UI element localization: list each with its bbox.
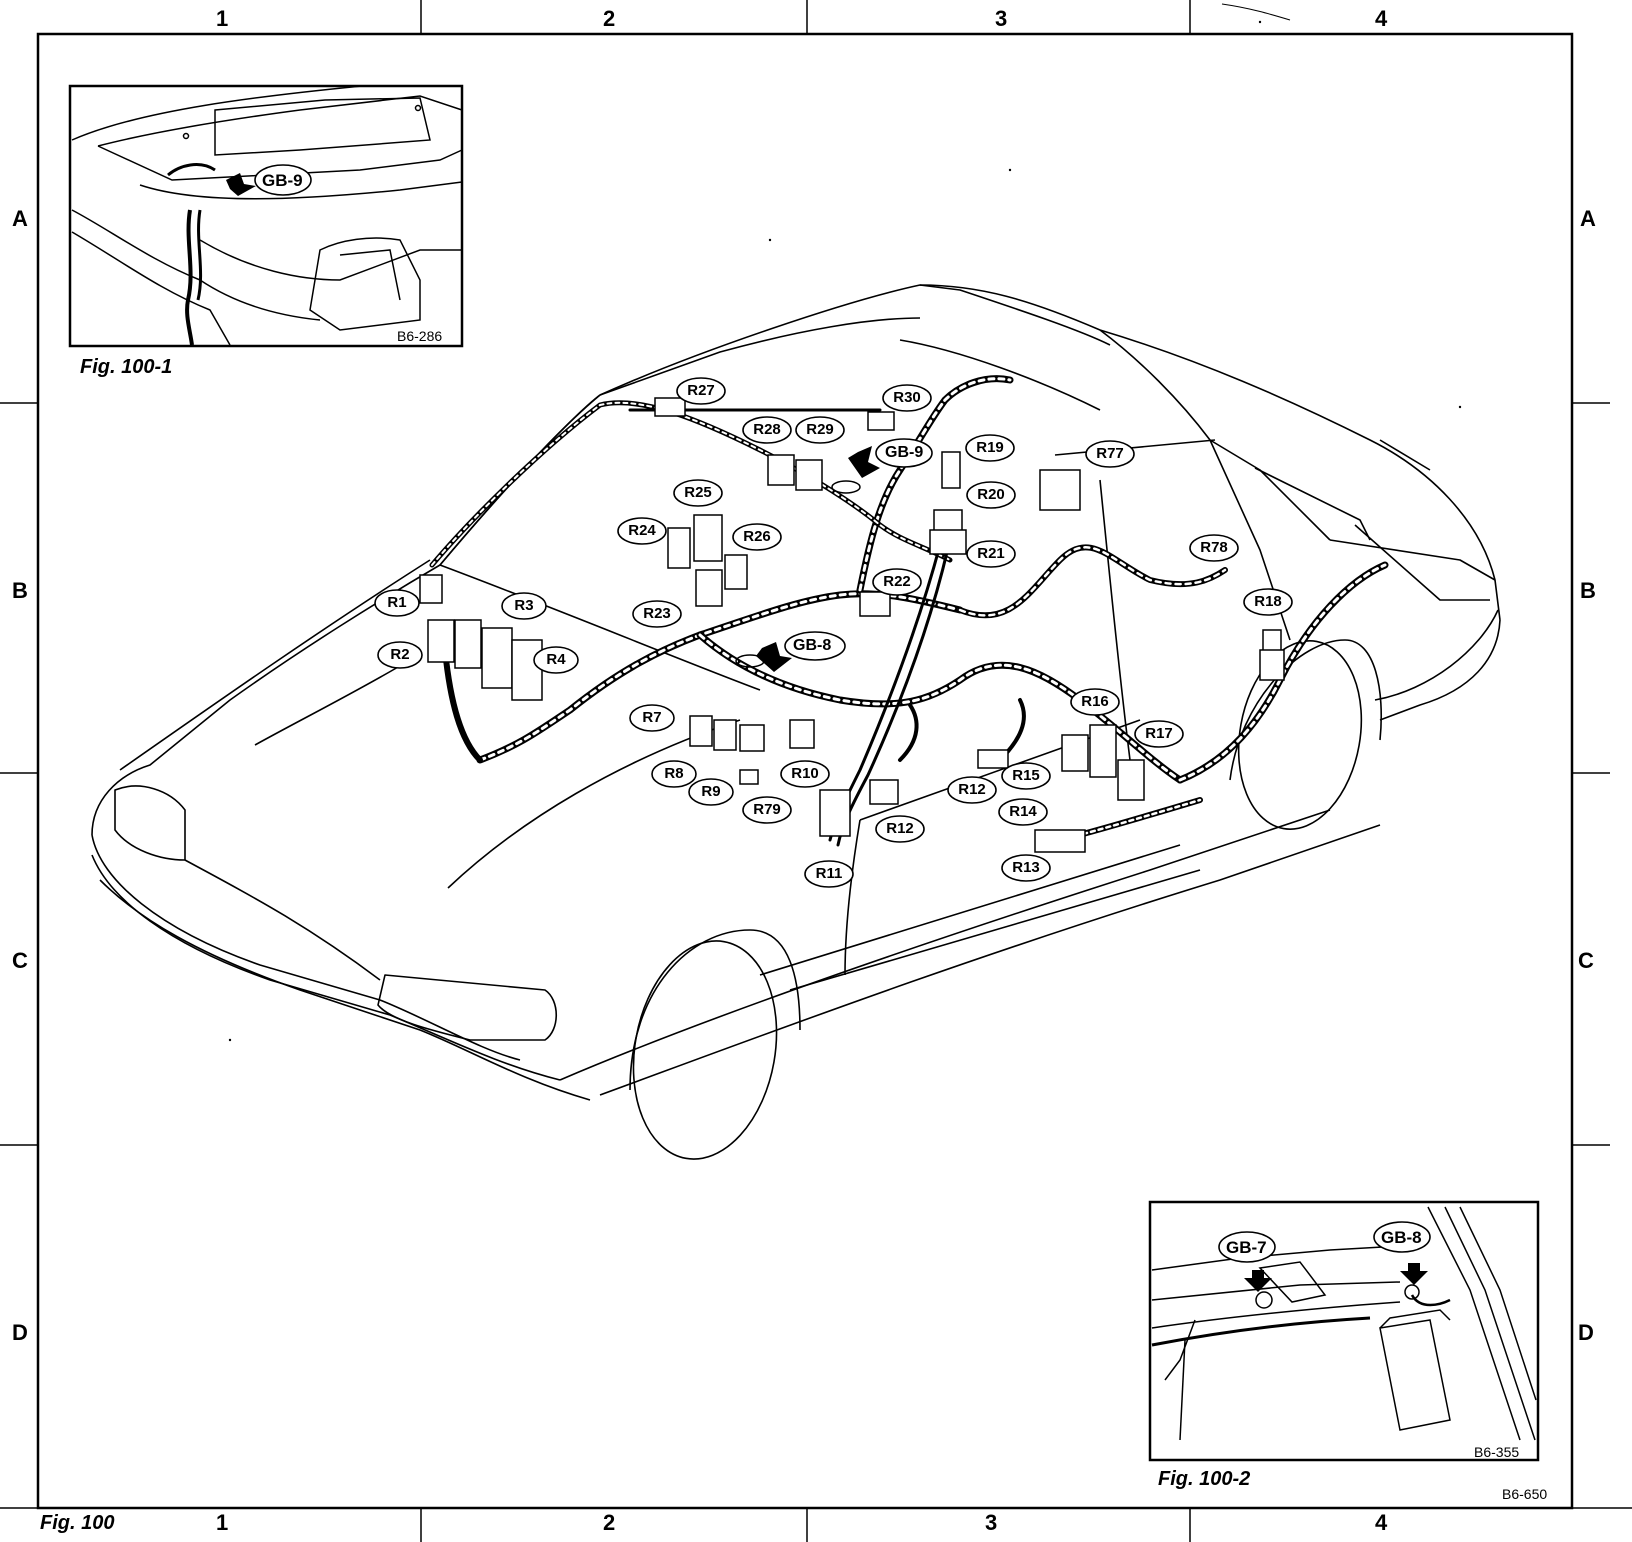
gb9-arrow-inset (226, 173, 256, 196)
inset-top-artwork (68, 84, 464, 348)
column-label-top-2: 2 (603, 6, 616, 31)
ground-arrows (756, 446, 880, 672)
connector-label-r22: R22 (883, 573, 911, 590)
connector-label-r30: R30 (893, 389, 921, 406)
callout-ovals (374, 377, 1293, 888)
connector-label-r16: R16 (1081, 693, 1109, 710)
inset-top-code: B6-286 (397, 328, 443, 344)
connector-label-r2: R2 (390, 646, 410, 663)
ground-label-gb-8: GB-8 (793, 637, 832, 654)
inset-bottom-caption: Fig. 100-2 (1158, 1468, 1251, 1490)
connector-label-r12: R12 (958, 781, 986, 798)
row-label-right-b: B (1580, 578, 1596, 603)
figure-code: B6-650 (1502, 1486, 1548, 1502)
connector-label-r1: R1 (387, 594, 407, 611)
connector-label-r18: R18 (1254, 593, 1282, 610)
connector-label-r15: R15 (1012, 767, 1040, 784)
connector-label-r23: R23 (643, 605, 671, 622)
column-label-bottom-2: 2 (603, 1510, 616, 1535)
connector-label-r9: R9 (701, 783, 721, 800)
row-label-left-c: C (12, 948, 28, 973)
connector-label-r10: R10 (791, 765, 819, 782)
connector-label-r4: R4 (546, 651, 566, 668)
inset-bottom-ground-label-gb-8: GB-8 (1381, 1228, 1422, 1247)
connector-label-r24: R24 (628, 522, 656, 539)
connector-label-r27: R27 (687, 382, 715, 399)
connector-blocks (419, 397, 1285, 853)
inset-bottom-code: B6-355 (1474, 1444, 1520, 1460)
row-label-left-a: A (12, 206, 28, 231)
row-label-right-a: A (1580, 206, 1596, 231)
connector-label-r19: R19 (976, 439, 1004, 456)
connector-label-r25: R25 (684, 484, 712, 501)
connector-label-r26: R26 (743, 528, 771, 545)
column-label-bottom-1: 1 (216, 1510, 229, 1535)
connector-label-r17: R17 (1145, 725, 1173, 742)
column-label-bottom-3: 3 (985, 1510, 998, 1535)
connector-label-r77: R77 (1096, 445, 1124, 462)
row-label-right-d: D (1578, 1320, 1594, 1345)
car-body-outline (91, 284, 1501, 1160)
connector-label-r79: R79 (753, 801, 781, 818)
connector-label-r78: R78 (1200, 539, 1228, 556)
row-label-left-b: B (12, 578, 28, 603)
connector-label-r14: R14 (1009, 803, 1037, 820)
column-label-top-4: 4 (1375, 6, 1388, 31)
inset-bottom-ground-label-gb-7: GB-7 (1226, 1238, 1267, 1257)
ground-label-gb-9: GB-9 (885, 444, 924, 461)
inset-top-ground-label: GB-9 (262, 171, 303, 190)
row-label-right-c: C (1578, 948, 1594, 973)
column-label-top-3: 3 (995, 6, 1008, 31)
figure-caption: Fig. 100 (40, 1512, 115, 1534)
inset-top-caption: Fig. 100-1 (80, 356, 173, 378)
connector-label-r13: R13 (1012, 859, 1040, 876)
connector-label-r12: R12 (886, 820, 914, 837)
connector-label-r29: R29 (806, 421, 834, 438)
inset-bottom-artwork (1148, 1200, 1540, 1462)
connector-label-r28: R28 (753, 421, 781, 438)
connector-label-r8: R8 (664, 765, 684, 782)
connector-label-r7: R7 (642, 709, 662, 726)
connector-label-r11: R11 (815, 865, 843, 882)
row-label-left-d: D (12, 1320, 28, 1345)
connector-label-r20: R20 (977, 486, 1005, 503)
column-label-bottom-4: 4 (1375, 1510, 1388, 1535)
column-label-top-1: 1 (216, 6, 229, 31)
connector-label-r21: R21 (977, 545, 1005, 562)
connector-label-r3: R3 (514, 597, 534, 614)
